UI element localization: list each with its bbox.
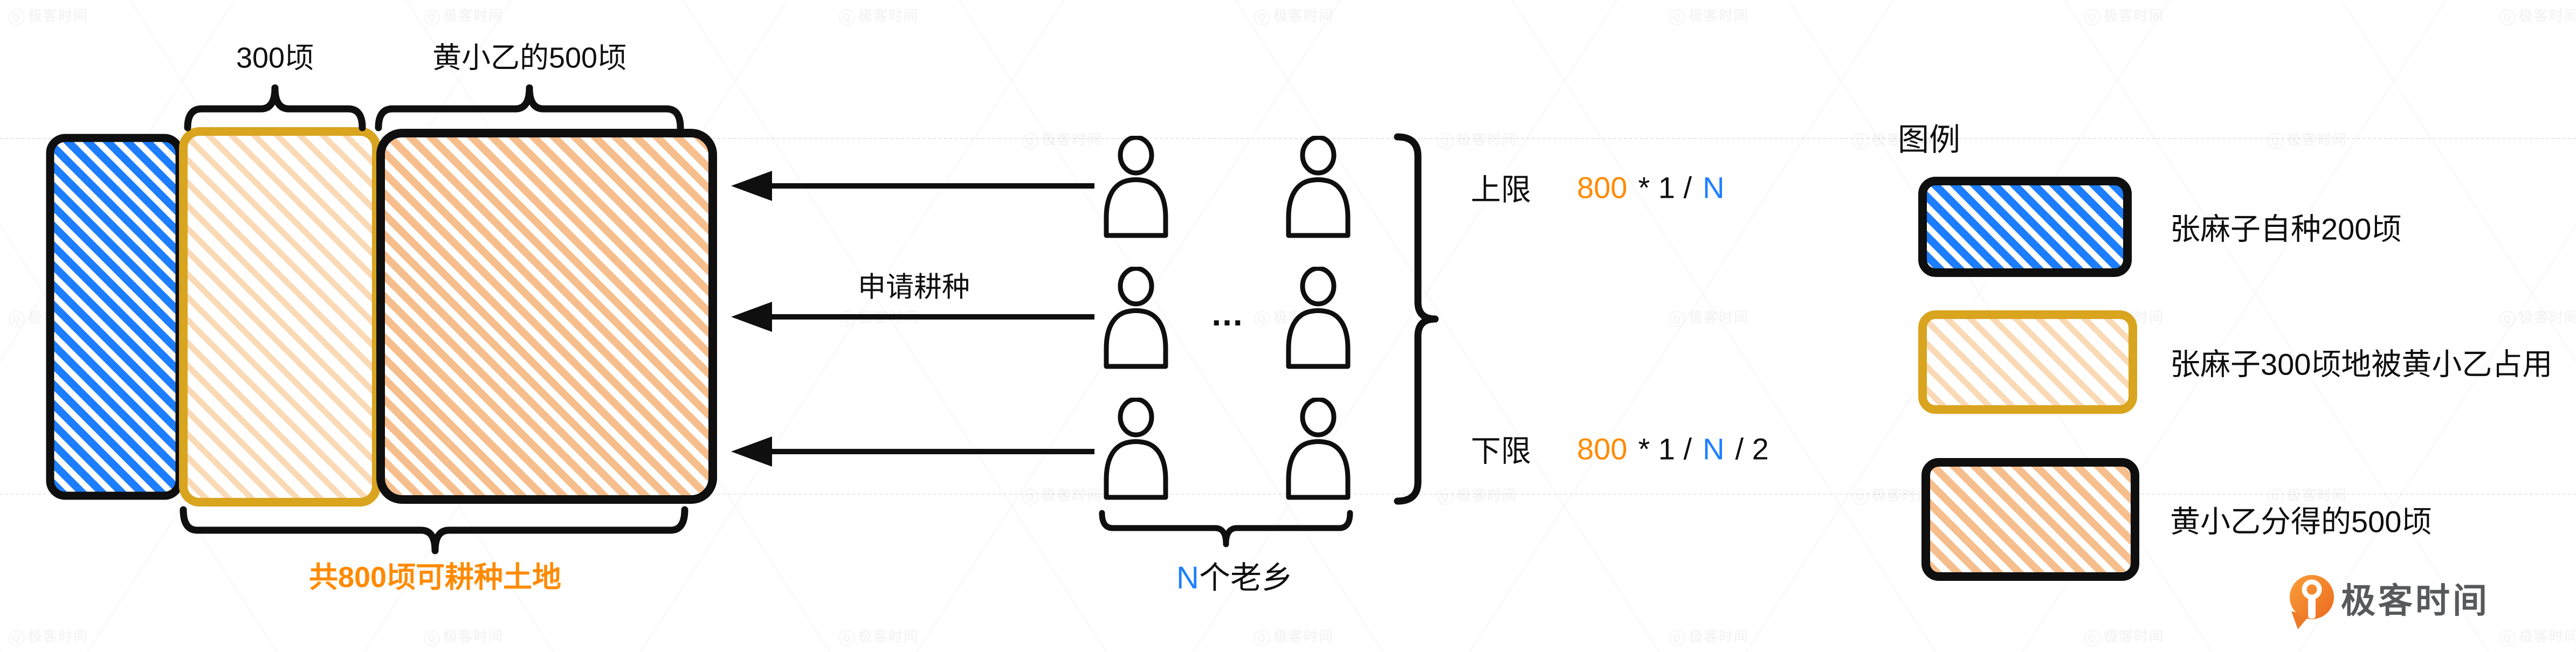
geektime-logo-icon xyxy=(2290,575,2334,629)
label-ellipsis: ... xyxy=(1211,294,1244,333)
person-icon xyxy=(1106,137,1166,235)
label-upper-limit: 上限 xyxy=(1471,172,1531,207)
label-300-qing: 300顷 xyxy=(236,41,314,74)
arrow-apply-3 xyxy=(731,436,1094,467)
land-rect-zhang-300-occupied xyxy=(179,127,381,507)
person-icon xyxy=(1289,399,1348,497)
legend-title: 图例 xyxy=(1898,122,1961,157)
legend-label-huang-500: 黄小乙分得的500顷 xyxy=(2170,504,2432,539)
formula-upper-op: * 1 / xyxy=(1638,170,1692,205)
brace-over-500 xyxy=(375,84,684,131)
person-icon xyxy=(1289,137,1348,235)
label-lower-limit: 下限 xyxy=(1471,434,1531,468)
formula-lower-800: 800 xyxy=(1577,432,1628,466)
formula-upper-800: 800 xyxy=(1577,170,1628,205)
brace-right-of-villagers xyxy=(1394,133,1439,505)
land-rect-zhang-200 xyxy=(46,134,184,500)
formula-lower-op: * 1 / xyxy=(1638,432,1692,466)
formula-lower-div2: / 2 xyxy=(1735,432,1769,466)
legend-swatch-peach xyxy=(1918,310,2137,414)
label-huang-500-qing: 黄小乙的500顷 xyxy=(432,41,627,74)
geektime-logo-text: 极客时间 xyxy=(2341,581,2490,620)
label-n-rest: 个老乡 xyxy=(1199,560,1293,595)
person-icon xyxy=(1106,268,1166,366)
brace-under-villagers xyxy=(1099,510,1353,547)
formula-upper-n: N xyxy=(1703,170,1725,205)
land-rect-huang-500 xyxy=(376,129,717,504)
legend-label-zhang-200: 张麻子自种200顷 xyxy=(2170,212,2402,246)
formula-upper-limit: 800 * 1 / N xyxy=(1577,170,1725,205)
person-icon xyxy=(1106,399,1166,497)
legend-swatch-orange xyxy=(1921,458,2139,581)
legend-swatch-blue xyxy=(1918,177,2132,277)
label-n-value: N xyxy=(1176,560,1199,595)
brace-under-total-land xyxy=(180,506,688,554)
formula-lower-n: N xyxy=(1703,432,1725,466)
legend-label-zhang-300-occupied: 张麻子300顷地被黄小乙占用 xyxy=(2170,347,2553,382)
brace-over-300 xyxy=(184,84,366,131)
formula-lower-limit: 800 * 1 / N / 2 xyxy=(1577,432,1769,467)
label-n-villagers: N个老乡 xyxy=(1176,552,1293,598)
arrow-apply-1 xyxy=(731,171,1094,201)
arrow-apply-2 xyxy=(731,302,1094,332)
label-apply-farming: 申请耕种 xyxy=(857,272,970,303)
label-total-land: 共800顷可耕种土地 xyxy=(308,561,562,594)
person-icon xyxy=(1289,268,1348,366)
